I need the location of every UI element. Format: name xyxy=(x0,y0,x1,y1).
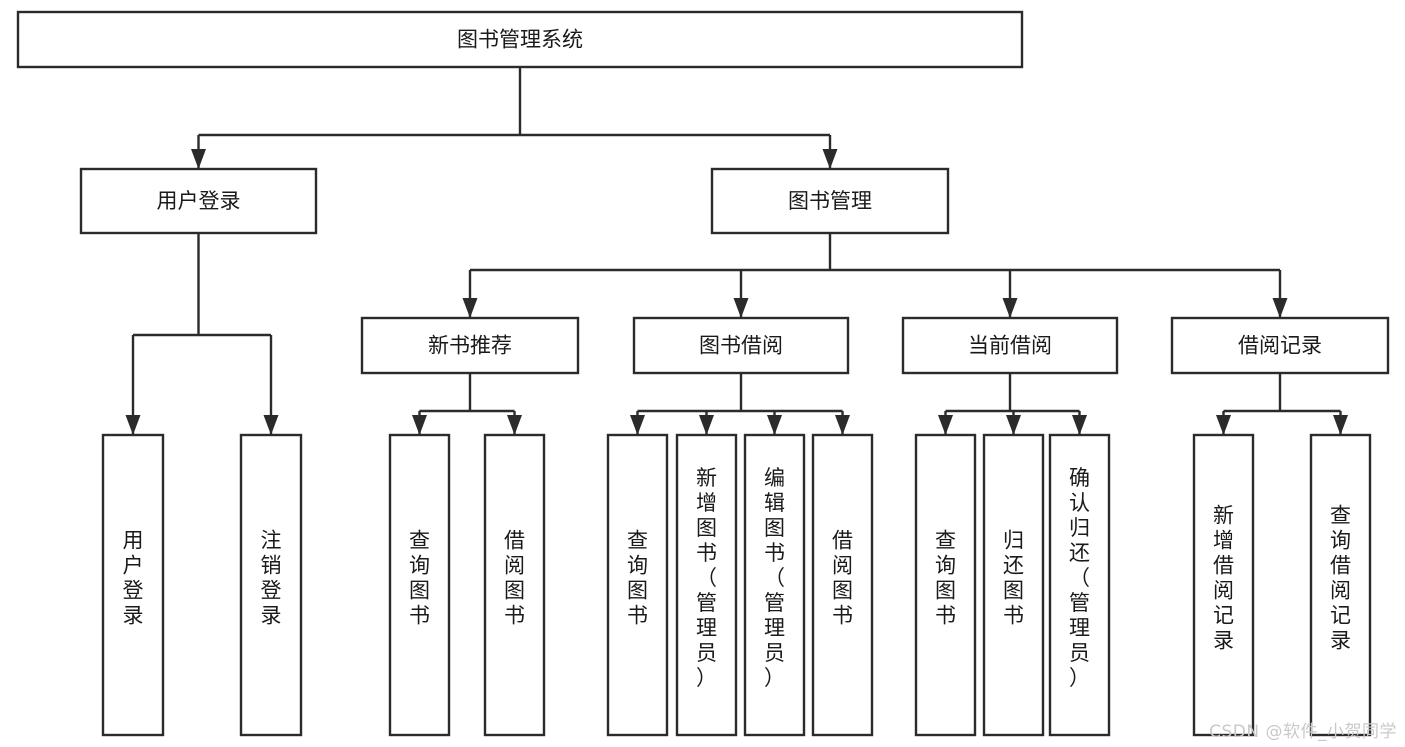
node-book-manage[interactable]: 图书管理 xyxy=(710,167,950,235)
node-box-leaf-logout xyxy=(239,433,303,737)
node-new-book-recommend[interactable]: 新书推荐 xyxy=(360,316,580,375)
node-leaf-edit-book[interactable]: 编辑图书（管理员） xyxy=(743,433,806,737)
node-borrow-record[interactable]: 借阅记录 xyxy=(1170,316,1390,375)
node-box-leaf-user-login xyxy=(101,433,165,737)
node-leaf-confirm-return[interactable]: 确认归还（管理员） xyxy=(1048,433,1111,737)
node-leaf-add-borrow-record[interactable]: 新增借阅记录 xyxy=(1192,433,1255,737)
arrow-icon-new-book-recommend-1 xyxy=(507,415,522,435)
node-leaf-query-book-current[interactable]: 查询图书 xyxy=(914,433,977,737)
node-box-borrow-record xyxy=(1170,316,1390,375)
arrow-icon-user-login-1 xyxy=(263,415,279,435)
arrow-icon-book-manage-1 xyxy=(733,298,749,318)
node-label-borrow-record: 借阅记录 xyxy=(1238,334,1322,358)
node-label-leaf-logout: 注销登录 xyxy=(261,529,282,628)
node-box-leaf-borrow-book-recommend xyxy=(483,433,546,737)
node-leaf-user-login[interactable]: 用户登录 xyxy=(101,433,165,737)
arrow-icon-borrow-record-1 xyxy=(1333,415,1348,435)
node-current-borrow[interactable]: 当前借阅 xyxy=(901,316,1119,375)
node-leaf-logout[interactable]: 注销登录 xyxy=(239,433,303,737)
node-label-book-manage: 图书管理 xyxy=(788,189,872,213)
node-leaf-add-book[interactable]: 新增图书（管理员） xyxy=(675,433,738,737)
node-label-leaf-return-book: 归还图书 xyxy=(1003,529,1024,628)
arrow-icon-book-manage-3 xyxy=(1272,298,1288,318)
node-box-leaf-edit-book xyxy=(743,433,806,737)
arrow-icon-book-manage-0 xyxy=(462,298,478,318)
node-root[interactable]: 图书管理系统 xyxy=(16,10,1024,69)
node-box-user-login xyxy=(79,167,318,235)
node-box-leaf-add-borrow-record xyxy=(1192,433,1255,737)
node-box-new-book-recommend xyxy=(360,316,580,375)
node-leaf-query-book-borrow[interactable]: 查询图书 xyxy=(606,433,669,737)
node-box-leaf-add-book xyxy=(675,433,738,737)
arrow-icon-book-borrow-0 xyxy=(630,415,645,435)
node-label-current-borrow: 当前借阅 xyxy=(968,334,1052,358)
arrow-icon-root-0 xyxy=(191,149,206,169)
node-label-leaf-query-book-current: 查询图书 xyxy=(935,529,956,628)
node-book-borrow[interactable]: 图书借阅 xyxy=(632,316,850,375)
node-box-leaf-query-borrow-record xyxy=(1309,433,1372,737)
arrow-icon-user-login-0 xyxy=(125,415,141,435)
node-leaf-borrow-book[interactable]: 借阅图书 xyxy=(811,433,874,737)
node-box-leaf-query-book-current xyxy=(914,433,977,737)
arrow-icon-current-borrow-0 xyxy=(938,415,953,435)
node-label-leaf-query-borrow-record: 查询借阅记录 xyxy=(1330,504,1351,653)
node-label-leaf-add-borrow-record: 新增借阅记录 xyxy=(1213,504,1234,653)
connector-lines-group xyxy=(125,67,1348,435)
node-label-leaf-confirm-return: 确认归还（管理员） xyxy=(1069,466,1090,690)
node-box-root xyxy=(16,10,1024,69)
nodes-group: 图书管理系统用户登录图书管理新书推荐图书借阅当前借阅借阅记录用户登录注销登录查询… xyxy=(16,10,1390,737)
node-label-leaf-edit-book: 编辑图书（管理员） xyxy=(764,466,785,690)
arrow-icon-current-borrow-1 xyxy=(1006,415,1021,435)
node-label-root: 图书管理系统 xyxy=(457,28,583,52)
arrow-icon-book-borrow-3 xyxy=(835,415,850,435)
node-box-book-manage xyxy=(710,167,950,235)
node-box-leaf-confirm-return xyxy=(1048,433,1111,737)
arrow-icon-book-manage-2 xyxy=(1002,298,1018,318)
node-label-leaf-query-book-recommend: 查询图书 xyxy=(409,529,430,628)
arrow-icon-root-1 xyxy=(822,149,838,169)
node-label-user-login: 用户登录 xyxy=(157,189,241,213)
node-box-current-borrow xyxy=(901,316,1119,375)
node-label-book-borrow: 图书借阅 xyxy=(699,334,783,358)
arrow-icon-new-book-recommend-0 xyxy=(412,415,427,435)
node-leaf-query-borrow-record[interactable]: 查询借阅记录 xyxy=(1309,433,1372,737)
node-box-book-borrow xyxy=(632,316,850,375)
node-leaf-return-book[interactable]: 归还图书 xyxy=(982,433,1045,737)
node-label-leaf-borrow-book: 借阅图书 xyxy=(832,529,853,628)
arrow-icon-borrow-record-0 xyxy=(1216,415,1231,435)
arrow-icon-current-borrow-2 xyxy=(1072,415,1087,435)
node-box-leaf-borrow-book xyxy=(811,433,874,737)
node-label-leaf-add-book: 新增图书（管理员） xyxy=(696,466,717,690)
arrow-icon-book-borrow-2 xyxy=(767,415,782,435)
node-user-login[interactable]: 用户登录 xyxy=(79,167,318,235)
node-leaf-borrow-book-recommend[interactable]: 借阅图书 xyxy=(483,433,546,737)
node-leaf-query-book-recommend[interactable]: 查询图书 xyxy=(388,433,451,737)
node-label-leaf-query-book-borrow: 查询图书 xyxy=(627,529,648,628)
node-label-new-book-recommend: 新书推荐 xyxy=(428,334,512,358)
node-box-leaf-return-book xyxy=(982,433,1045,737)
node-box-leaf-query-book-borrow xyxy=(606,433,669,737)
node-label-leaf-borrow-book-recommend: 借阅图书 xyxy=(504,529,525,628)
arrow-icon-book-borrow-1 xyxy=(699,415,714,435)
node-label-leaf-user-login: 用户登录 xyxy=(123,529,144,628)
node-box-leaf-query-book-recommend xyxy=(388,433,451,737)
csdn-watermark: CSDN @软件_小贺同学 xyxy=(1209,722,1397,742)
